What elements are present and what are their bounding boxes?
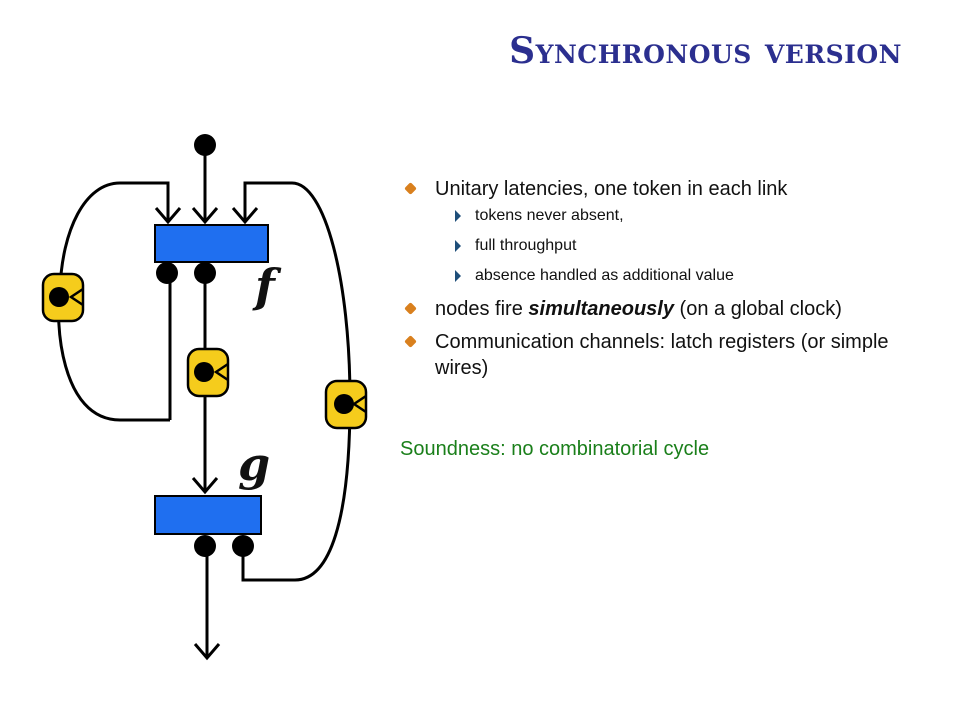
register-right bbox=[324, 379, 368, 430]
node-g-box bbox=[154, 495, 262, 535]
node-f-label: f bbox=[252, 259, 282, 313]
g-output-token-right bbox=[232, 535, 254, 557]
bullet-nodes-fire-pre: nodes fire bbox=[435, 298, 529, 320]
sub-bullet-throughput: full throughput bbox=[435, 236, 920, 256]
bullet-nodes-fire-post: (on a global clock) bbox=[674, 298, 842, 320]
output-arrowhead bbox=[193, 643, 221, 661]
f-to-g-arrowhead bbox=[191, 477, 219, 495]
sub-bullet-absence: absence handled as additional value bbox=[435, 266, 920, 286]
register-left bbox=[41, 272, 85, 323]
input-arrowhead bbox=[191, 207, 219, 225]
g-output-token-left bbox=[194, 535, 216, 557]
bullet-latencies-text: Unitary latencies, one token in each lin… bbox=[435, 178, 788, 200]
left-loop-arrowhead bbox=[154, 207, 182, 225]
f-output-token-left bbox=[156, 262, 178, 284]
sub-bullet-list: tokens never absent, full throughput abs… bbox=[435, 206, 920, 286]
sub-bullet-tokens: tokens never absent, bbox=[435, 206, 920, 226]
bullet-nodes-fire-emphasis: simultaneously bbox=[528, 298, 674, 320]
node-g-label: g bbox=[238, 437, 270, 491]
slide-title: Synchronous version bbox=[509, 30, 902, 72]
bullet-channels: Communication channels: latch registers … bbox=[400, 329, 920, 381]
bullet-nodes-fire: nodes fire simultaneously (on a global c… bbox=[400, 296, 920, 322]
register-center bbox=[186, 347, 230, 398]
bullet-list: Unitary latencies, one token in each lin… bbox=[400, 176, 920, 388]
node-f-box bbox=[154, 224, 269, 263]
right-loop-arrowhead bbox=[231, 207, 259, 225]
bullet-latencies: Unitary latencies, one token in each lin… bbox=[400, 176, 920, 286]
soundness-note: Soundness: no combinatorial cycle bbox=[400, 438, 710, 460]
